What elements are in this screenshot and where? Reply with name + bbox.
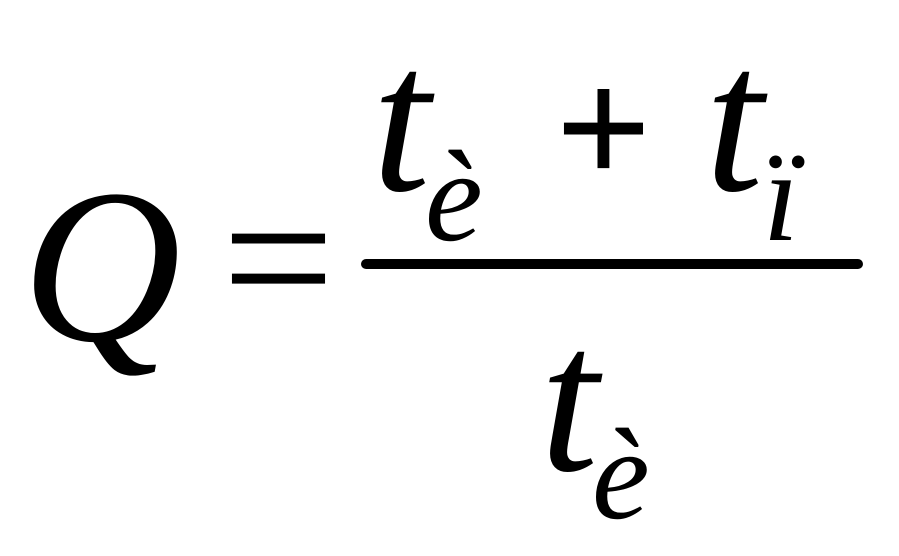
numerator-term1-subscript: è bbox=[425, 125, 483, 269]
numerator-term1-base: t bbox=[372, 4, 435, 236]
equals-sign: = bbox=[222, 148, 335, 369]
denominator-base: t bbox=[540, 284, 603, 516]
numerator-term2-subscript: ï bbox=[763, 125, 805, 269]
formula-lhs: Q bbox=[22, 144, 181, 388]
numerator-term2-base: t bbox=[705, 4, 768, 236]
denominator-subscript: è bbox=[592, 403, 650, 547]
plus-operator: + bbox=[555, 34, 652, 222]
